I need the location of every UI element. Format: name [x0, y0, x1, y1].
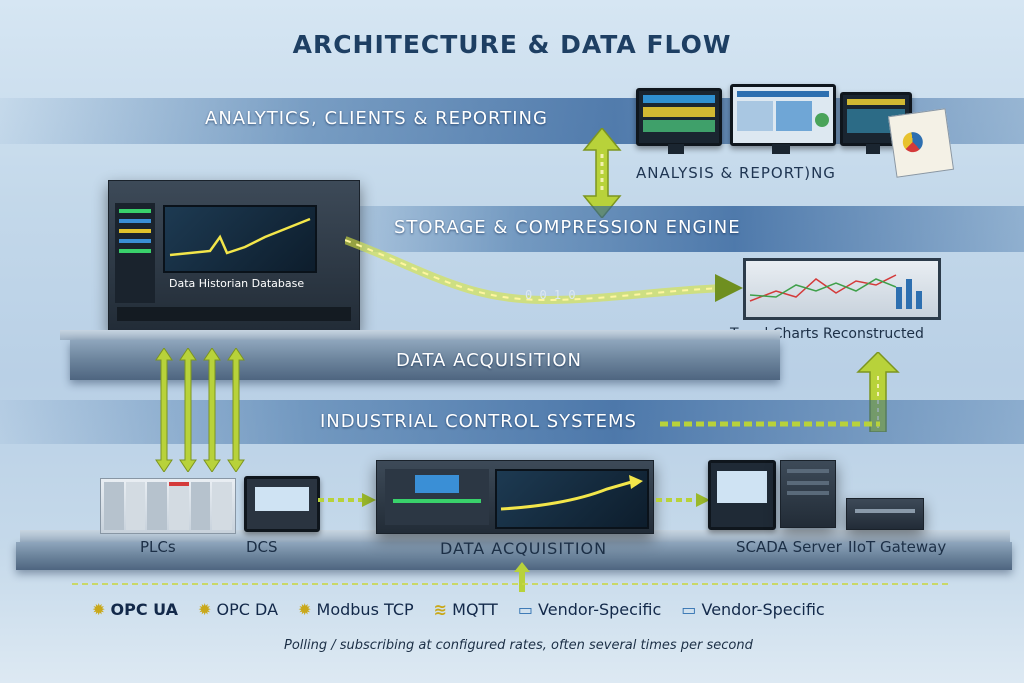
- dcs-caption: DCS: [246, 538, 278, 556]
- storage-band: [300, 206, 1024, 252]
- storage-band-label: STORAGE & COMPRESSION ENGINE: [394, 217, 741, 238]
- gear-icon: ✹: [92, 600, 106, 619]
- iiot-gateway: [846, 498, 924, 530]
- upper-platform-top: [60, 330, 780, 340]
- trend-chart-lines: [749, 274, 922, 309]
- laptop-icon: ▭: [681, 600, 697, 619]
- scada-tower: [780, 460, 836, 528]
- protocol-opc-da: ✹ OPC DA: [198, 600, 279, 619]
- polling-footnote: Polling / subscribing at configured rate…: [284, 638, 753, 653]
- protocol-vendor-1: ▭ Vendor-Specific: [517, 600, 662, 619]
- laptop-icon: ▭: [517, 600, 533, 619]
- protocol-vendor-2: ▭ Vendor-Specific: [681, 600, 825, 619]
- protocol-bus-line: [72, 583, 952, 585]
- analytics-storage-arrow: [582, 128, 622, 218]
- lower-platform: [16, 542, 1012, 570]
- acquisition-device: [376, 460, 654, 534]
- bits-stream: 0 0 1 0: [525, 288, 576, 302]
- acquisition-band-label: DATA ACQUISITION: [396, 350, 582, 371]
- plc-caption: PLCs: [140, 538, 176, 556]
- protocol-modbus: ✹ Modbus TCP: [298, 600, 414, 619]
- monitor-1: [636, 88, 722, 146]
- historian-to-trend-flow: [345, 236, 743, 305]
- control-band-flow-line: [660, 421, 880, 427]
- dcs-to-acquisition-arrow: [318, 493, 376, 507]
- gear-icon: ✹: [198, 600, 212, 619]
- protocol-opc-ua: ✹ OPC UA: [92, 600, 179, 619]
- acquisition-screen: [495, 469, 649, 529]
- scada-monitor: [708, 460, 776, 530]
- historian-signal-graph: [169, 217, 311, 257]
- iiot-caption: IIoT Gateway: [848, 538, 947, 556]
- analysis-workstations: [630, 84, 955, 178]
- control-band-label: INDUSTRIAL CONTROL SYSTEMS: [320, 411, 637, 432]
- protocol-list: ✹ OPC UA ✹ OPC DA ✹ Modbus TCP ≋ MQTT ▭ …: [92, 600, 972, 619]
- monitor-2: [730, 84, 836, 146]
- historian-server: Data Historian Database: [108, 180, 360, 332]
- wifi-icon: ≋: [433, 600, 448, 619]
- acquisition-caption: DATA ACQUISITION: [440, 539, 608, 558]
- diagram-title: ARCHITECTURE & DATA FLOW: [292, 30, 732, 59]
- gear-icon: ✹: [298, 600, 312, 619]
- scada-caption: SCADA Server: [736, 538, 842, 556]
- analysis-caption: ANALYSIS & REPORT)NG: [636, 164, 836, 182]
- plc-historian-arrows: [155, 348, 245, 472]
- historian-label: Data Historian Database: [169, 277, 305, 290]
- plc-rack: [100, 478, 236, 534]
- protocol-mqtt: ≋ MQTT: [433, 600, 498, 619]
- clipboard-report-icon: [887, 108, 955, 178]
- acquisition-to-scada-arrow: [656, 493, 710, 507]
- analytics-band-label: ANALYTICS, CLIENTS & REPORTING: [205, 108, 548, 129]
- historian-screen: [163, 205, 317, 273]
- dcs-terminal: [244, 476, 320, 532]
- trend-chart-panel: [743, 258, 941, 320]
- protocol-up-arrow: [514, 562, 530, 592]
- acquisition-signal-graph: [500, 475, 643, 511]
- lower-platform-top: [20, 530, 1010, 542]
